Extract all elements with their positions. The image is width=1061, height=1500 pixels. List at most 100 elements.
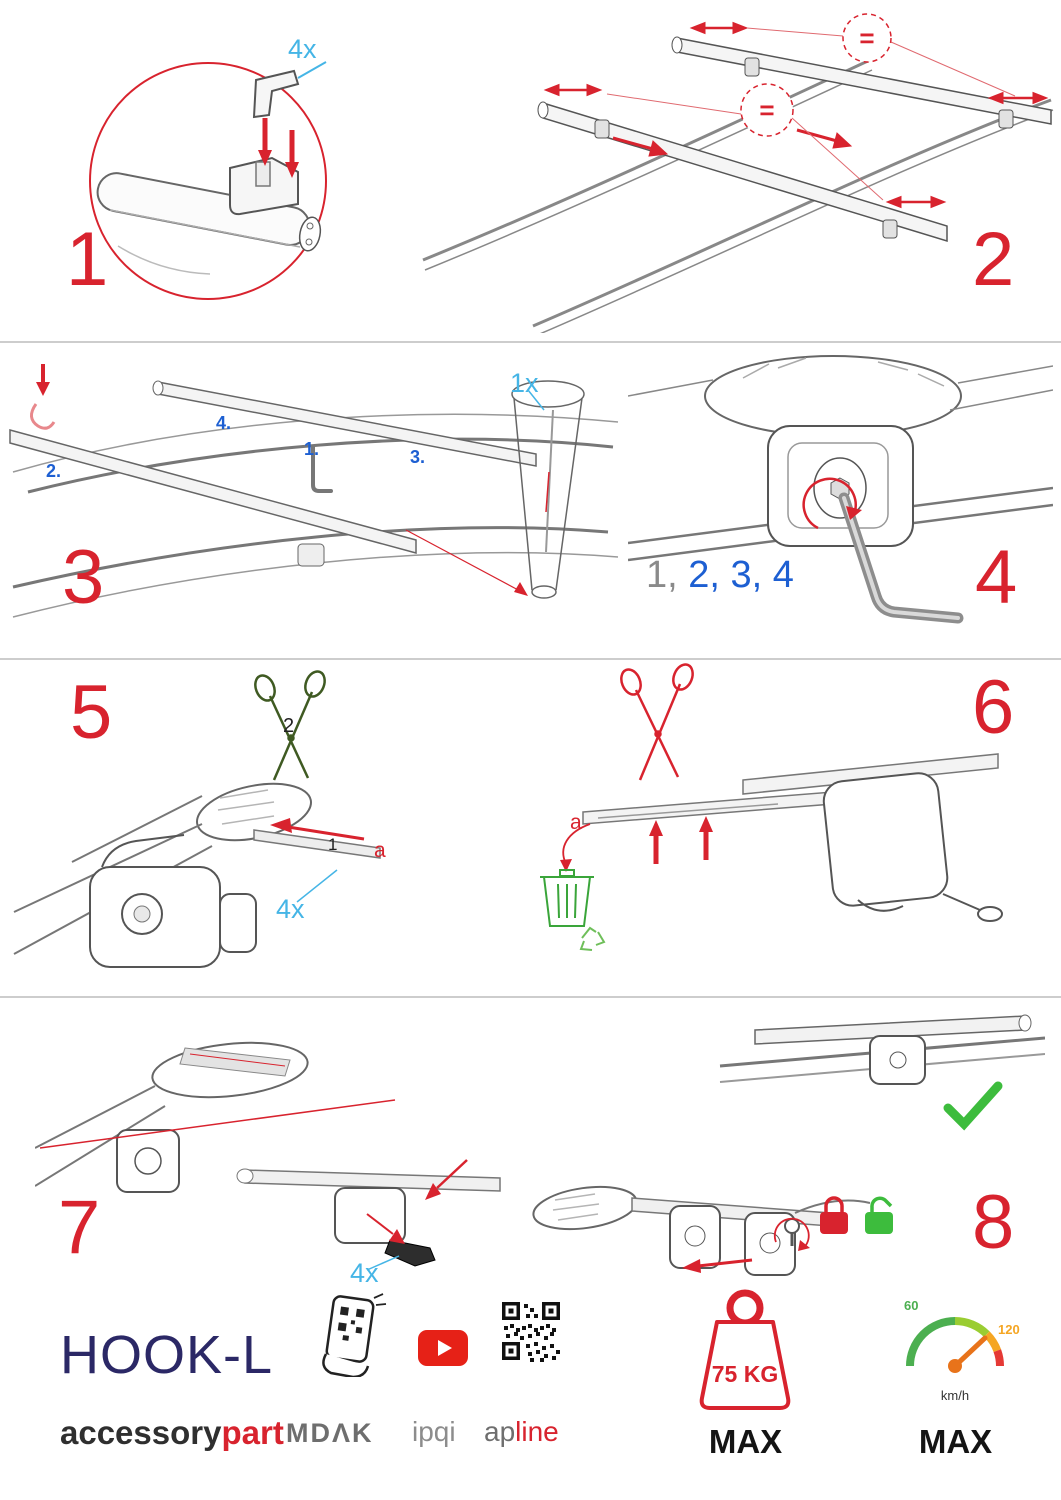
bar-end-opening	[35, 1041, 309, 1187]
zoom-circle	[89, 62, 327, 300]
equal-sign-mid: =	[759, 95, 774, 125]
insert-direction-arrows	[258, 118, 299, 178]
insert-strap-arrow	[270, 818, 365, 841]
clamp-body	[767, 425, 914, 547]
step-4-tighten-sequence: 1, 2, 3, 4	[646, 556, 794, 594]
separator-line-2	[0, 658, 1061, 660]
trash-bin-icon	[540, 869, 594, 927]
locking-detail	[532, 1185, 871, 1276]
step-3-order-label-3: 3.	[410, 447, 426, 467]
cut-offcut-curl	[560, 823, 591, 872]
max-speed-icon: 60 120 km/h	[904, 1298, 1020, 1403]
qty-leader-line	[296, 869, 338, 903]
weight-value: 75 KG	[712, 1361, 778, 1387]
attach-arrows	[366, 1159, 468, 1244]
tool-leader-line	[405, 529, 528, 596]
product-name: HOOK-L	[60, 1325, 274, 1385]
push-up-arrows	[649, 816, 713, 864]
speed-unit-label: km/h	[941, 1388, 969, 1403]
step-5-number: 5	[70, 670, 112, 755]
step-1-number: 1	[66, 217, 108, 302]
checkmark-icon	[943, 1081, 1003, 1131]
logo-apline-ap: ap	[484, 1416, 516, 1447]
crossbar-rear	[671, 36, 1052, 125]
step-3-order-label-2: 2.	[46, 461, 62, 481]
clamp-assembly	[89, 834, 257, 968]
recycle-icon	[579, 926, 606, 951]
crossbar-front	[9, 429, 417, 567]
step-8-number: 8	[972, 1180, 1014, 1265]
slide-arrow	[682, 1258, 753, 1273]
scissors-icon	[254, 670, 326, 781]
qty-leader-line	[527, 389, 545, 411]
step-3-order-label-4: 4.	[216, 413, 232, 433]
roof-rails	[422, 58, 1054, 333]
step-5-strap-letter: a	[374, 839, 386, 862]
equal-sign-top: =	[859, 23, 874, 53]
mounting-feet	[594, 57, 1014, 239]
step-1-qty-label: 4x	[288, 34, 317, 64]
step-6-illustration	[540, 663, 1003, 951]
key-turn-icon	[773, 1217, 810, 1251]
tighten-rotation-arrow	[802, 477, 862, 530]
step-7-qty-label: 4x	[350, 1258, 379, 1288]
separator-line-3	[0, 996, 1061, 998]
step-7-number: 7	[58, 1185, 100, 1270]
crossbar	[96, 172, 322, 275]
step-5-illustration	[13, 670, 381, 968]
qty-leader-line	[297, 61, 327, 79]
brand-accessory: accessory	[60, 1414, 222, 1451]
brand-part: part	[221, 1414, 284, 1451]
fitting-tool-funnel	[511, 380, 585, 599]
step-4-illustration	[628, 355, 1053, 624]
crossbar-cross-section	[628, 355, 1053, 437]
logo-apline: apline	[484, 1418, 559, 1446]
hook-clamp	[742, 753, 1003, 922]
separator-line-1	[0, 341, 1061, 343]
logo-ipqi: ipqi	[412, 1416, 456, 1447]
speed-max-value-label: 120	[998, 1322, 1020, 1337]
brand-logo: accessorypart	[60, 1416, 284, 1449]
crossbar-rear	[152, 380, 537, 467]
step-3-qty-label: 1x	[510, 368, 539, 398]
step-5-qty-label: 4x	[276, 894, 305, 924]
bar-with-strap	[582, 789, 859, 825]
step-5-cut-order-label: 2	[283, 715, 295, 737]
scissors-icon-red	[620, 663, 694, 781]
strap-piece	[253, 829, 381, 859]
speed-min-label: 60	[904, 1298, 918, 1313]
bar-with-end-foot	[236, 1168, 501, 1267]
step-3-order-label-1: 1.	[304, 439, 320, 459]
step-3-number: 3	[62, 535, 104, 620]
measurement-arrows	[543, 21, 1049, 209]
phone-qr-scan-icon	[322, 1293, 387, 1377]
allen-key	[838, 492, 964, 624]
sequence-rest: 2, 3, 4	[677, 554, 794, 596]
step-2-illustration: = =	[422, 13, 1054, 333]
alignment-red-line	[39, 1099, 396, 1149]
allen-key-small	[311, 445, 333, 493]
insert-bracket-part	[252, 69, 300, 119]
step-2-number: 2	[972, 217, 1014, 302]
qty-leader-line	[366, 1255, 400, 1271]
step-8-illustration	[532, 1014, 1045, 1276]
qr-code	[500, 1300, 562, 1362]
max-weight-icon: 75 KG	[699, 1289, 791, 1410]
weight-max-label: MAX	[708, 1423, 783, 1460]
step-6-number: 6	[972, 665, 1014, 750]
lock-open-icon	[865, 1196, 893, 1234]
sequence-first: 1,	[646, 554, 678, 596]
lock-closed-icon	[820, 1196, 848, 1234]
step-4-number: 4	[975, 535, 1017, 620]
logo-apline-line: line	[515, 1416, 559, 1447]
step-5-strap-order-label: 1	[328, 835, 338, 854]
crossbar-front	[537, 101, 948, 243]
rotate-hint-arrow	[30, 364, 56, 430]
equal-spacing-callouts: = =	[606, 13, 1016, 201]
clamp-with-bolt	[116, 1129, 180, 1193]
step-6-strap-letter: a	[570, 811, 582, 834]
logo-mdak: MDΛK	[286, 1418, 374, 1448]
youtube-icon	[418, 1330, 468, 1366]
step-7-illustration	[35, 1041, 501, 1271]
